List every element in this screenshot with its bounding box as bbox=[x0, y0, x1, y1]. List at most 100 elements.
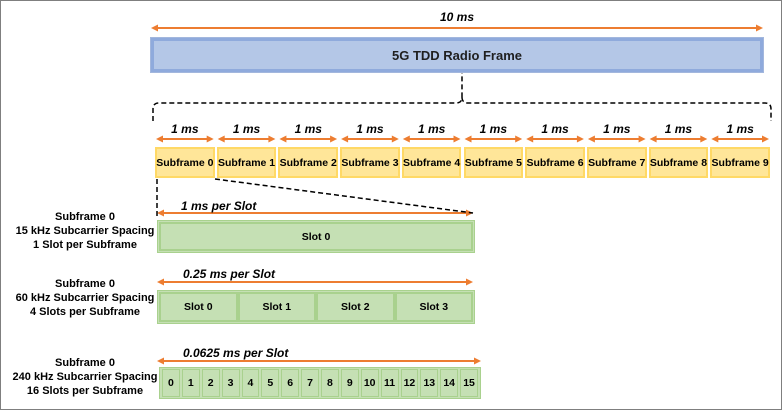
subframe-box: Subframe 5 bbox=[463, 147, 524, 178]
slot-box: 1 bbox=[181, 369, 200, 397]
subframe-duration-arrow-head-right bbox=[638, 135, 646, 143]
subframe-box: Subframe 3 bbox=[340, 147, 400, 178]
subframe-duration-arrow-head-right bbox=[576, 135, 584, 143]
subframe-label: Subframe 2 bbox=[279, 156, 337, 169]
subframe-duration-label: 1 ms bbox=[171, 122, 199, 136]
slot-box: 5 bbox=[261, 369, 280, 397]
slot-duration-arrow-60khz-head-left bbox=[157, 278, 164, 286]
subframe-label: Subframe 5 bbox=[464, 156, 522, 169]
subframe-duration-label: 1 ms bbox=[479, 122, 508, 136]
subframe-label: Subframe 7 bbox=[588, 156, 646, 169]
subframe-duration-arrow-head-left bbox=[649, 135, 657, 143]
row-label-240khz: Subframe 0 240 kHz Subcarrier Spacing 16… bbox=[11, 356, 159, 398]
slot-box: Slot 1 bbox=[237, 292, 316, 322]
slot-box: 15 bbox=[460, 369, 478, 397]
subframe-duration-arrow-head-left bbox=[217, 135, 225, 143]
slot-duration-arrow-240khz-head-right bbox=[474, 357, 481, 365]
slot-box: 13 bbox=[420, 369, 439, 397]
subframe-duration-label: 1 ms bbox=[232, 122, 261, 136]
row-label-line: 60 kHz Subcarrier Spacing bbox=[15, 292, 155, 304]
subframe-label: Subframe 1 bbox=[217, 156, 276, 169]
subframe-duration-arrow-head-right bbox=[700, 135, 708, 143]
subframe-duration-arrow-head-right bbox=[268, 135, 276, 143]
row-label-line: 1 Slot per Subframe bbox=[33, 239, 137, 251]
slot-box: 11 bbox=[380, 369, 399, 397]
subframe-duration-arrow-head-left bbox=[341, 135, 349, 143]
row-label-line: Subframe 0 bbox=[55, 357, 115, 369]
subframe-duration-arrow-head-left bbox=[279, 135, 287, 143]
slot-box: 8 bbox=[321, 369, 339, 397]
subframe-duration-arrow-head-right bbox=[762, 135, 769, 143]
slot-box: 3 bbox=[221, 369, 240, 397]
subframe-label: Subframe 4 bbox=[403, 156, 461, 169]
slot-box: 6 bbox=[281, 369, 300, 397]
row-label-line: Subframe 0 bbox=[55, 278, 115, 290]
row-label-line: 16 Slots per Subframe bbox=[26, 385, 144, 397]
subframe-duration-arrow-head-left bbox=[526, 135, 534, 143]
subframe-label: Subframe 9 bbox=[711, 156, 769, 169]
subframe-box: Subframe 2 bbox=[278, 147, 339, 178]
slot-box: Slot 0 bbox=[159, 292, 238, 322]
subframe-box: Subframe 0 bbox=[155, 147, 215, 178]
slot-row-15khz: Slot 0 bbox=[157, 220, 475, 253]
slot-box: Slot 2 bbox=[316, 292, 395, 322]
subframe-label: Subframe 6 bbox=[526, 156, 584, 169]
subframe-box: Subframe 7 bbox=[586, 147, 647, 178]
subframe-box: Subframe 1 bbox=[216, 147, 277, 178]
slot-duration-label-240khz: 0.0625 ms per Slot bbox=[183, 346, 289, 360]
slot-box: 10 bbox=[360, 369, 379, 397]
frame-duration-arrow-head-left bbox=[151, 24, 158, 32]
slot-box: Slot 0 bbox=[159, 222, 473, 251]
subframe-box: Subframe 4 bbox=[401, 147, 462, 178]
subframe-duration-arrow-head-right bbox=[206, 135, 214, 143]
subframe-duration-arrow-head-left bbox=[156, 135, 163, 143]
slot-box: 4 bbox=[241, 369, 260, 397]
subframe-duration-label: 1 ms bbox=[356, 122, 384, 136]
radio-frame-title: 5G TDD Radio Frame bbox=[391, 47, 523, 63]
slot-box: 14 bbox=[440, 369, 459, 397]
subframe-duration-label: 1 ms bbox=[664, 122, 693, 136]
subframe-label: Subframe 8 bbox=[649, 156, 708, 169]
slot-duration-arrow-240khz-head-left bbox=[157, 357, 164, 365]
frame-duration-arrow-head-right bbox=[756, 24, 763, 32]
slot-box: 7 bbox=[301, 369, 319, 397]
row-label-line: Subframe 0 bbox=[55, 211, 115, 223]
subframe-box: Subframe 6 bbox=[525, 147, 585, 178]
subframe-box: Subframe 9 bbox=[710, 147, 770, 178]
zoom-line-right bbox=[214, 178, 474, 214]
row-label-line: 15 kHz Subcarrier Spacing bbox=[15, 225, 155, 237]
slot-duration-arrow-60khz-head-right bbox=[466, 278, 473, 286]
subframe-duration-label: 1 ms bbox=[541, 122, 569, 136]
frame-duration-label: 10 ms bbox=[439, 10, 475, 24]
frame-expansion-brace bbox=[152, 73, 772, 121]
subframe-duration-arrow-head-left bbox=[587, 135, 595, 143]
subframe-label: Subframe 3 bbox=[341, 156, 399, 169]
row-label-line: 240 kHz Subcarrier Spacing bbox=[12, 371, 158, 383]
slot-duration-label-15khz: 1 ms per Slot bbox=[181, 199, 257, 213]
subframe-duration-arrow-head-right bbox=[515, 135, 523, 143]
subframe-duration-arrow-head-right bbox=[453, 135, 461, 143]
subframe-duration-arrow-head-right bbox=[391, 135, 399, 143]
subframe-duration-arrow-head-left bbox=[464, 135, 472, 143]
subframe-duration-label: 1 ms bbox=[726, 122, 754, 136]
radio-frame-box: 5G TDD Radio Frame bbox=[150, 37, 764, 73]
slot-box: Slot 3 bbox=[394, 292, 473, 322]
row-label-line: 4 Slots per Subframe bbox=[29, 306, 141, 318]
subframe-duration-arrow-head-left bbox=[711, 135, 719, 143]
slot-duration-arrow-15khz-head-left bbox=[157, 209, 164, 217]
subframe-label: Subframe 0 bbox=[156, 156, 214, 169]
subframe-duration-label: 1 ms bbox=[603, 122, 631, 136]
subframe-box: Subframe 8 bbox=[648, 147, 709, 178]
slot-duration-label-60khz: 0.25 ms per Slot bbox=[183, 267, 276, 281]
slot-box: 0 bbox=[162, 369, 180, 397]
row-label-15khz: Subframe 0 15 kHz Subcarrier Spacing 1 S… bbox=[11, 210, 159, 252]
row-label-60khz: Subframe 0 60 kHz Subcarrier Spacing 4 S… bbox=[11, 277, 159, 319]
slot-box: 9 bbox=[340, 369, 359, 397]
subframe-duration-label: 1 ms bbox=[294, 122, 322, 136]
slot-box: 2 bbox=[201, 369, 220, 397]
subframe-duration-label: 1 ms bbox=[417, 122, 446, 136]
